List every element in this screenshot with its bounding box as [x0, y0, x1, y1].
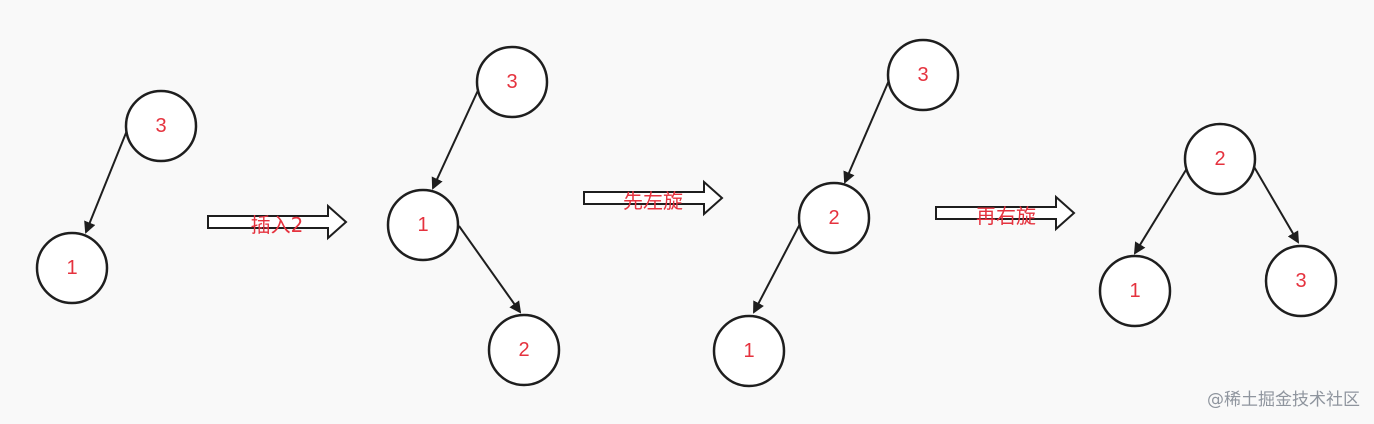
tree-node: 3	[475, 45, 549, 119]
node-label: 2	[518, 339, 529, 361]
block-arrow	[207, 203, 348, 241]
edge-3-to-1	[431, 85, 481, 190]
node-label: 1	[1129, 280, 1140, 302]
edge-1-to-2	[458, 225, 522, 314]
step-label: 再右旋	[976, 204, 1036, 228]
stage-after-insert: 3 1 2	[386, 45, 561, 387]
edge-2-to-3	[1252, 164, 1300, 244]
node-circle	[386, 188, 460, 262]
node-label: 3	[506, 71, 517, 93]
block-arrow	[935, 194, 1076, 232]
node-circle	[1098, 254, 1172, 328]
block-arrow	[583, 179, 724, 217]
stage-balanced: 2 1 3	[1098, 122, 1338, 328]
stage-initial: 3 1	[35, 89, 198, 305]
edge-2-to-1	[1133, 164, 1190, 255]
tree-node: 3	[124, 89, 198, 163]
node-circle	[35, 231, 109, 305]
node-circle	[124, 89, 198, 163]
tree-node: 3	[886, 38, 960, 112]
step-arrow-right-rotate: 再右旋	[935, 194, 1076, 232]
step-label: 插入2	[251, 213, 304, 237]
step-arrow-insert: 插入2	[207, 203, 348, 241]
node-label: 1	[66, 257, 77, 279]
node-label: 3	[917, 64, 928, 86]
tree-node: 1	[1098, 254, 1172, 328]
tree-node: 2	[487, 313, 561, 387]
tree-node: 2	[1183, 122, 1257, 196]
node-label: 1	[743, 340, 754, 362]
edge-3-to-2	[843, 77, 891, 184]
step-label: 先左旋	[623, 189, 683, 213]
node-label: 2	[1214, 148, 1225, 170]
node-circle	[487, 313, 561, 387]
tree-node: 1	[712, 314, 786, 388]
node-circle	[712, 314, 786, 388]
node-circle	[886, 38, 960, 112]
node-label: 3	[1295, 270, 1306, 292]
watermark: @稀土掘金技术社区	[1207, 390, 1360, 410]
edge-3-to-1	[84, 127, 129, 234]
node-circle	[1264, 244, 1338, 318]
tree-node: 1	[386, 188, 460, 262]
node-label: 3	[155, 115, 166, 137]
tree-node: 2	[797, 181, 871, 255]
node-label: 1	[417, 214, 428, 236]
tree-node: 1	[35, 231, 109, 305]
stage-after-left-rotation: 3 2 1	[712, 38, 960, 388]
node-circle	[797, 181, 871, 255]
tree-node: 3	[1264, 244, 1338, 318]
node-label: 2	[828, 207, 839, 229]
step-arrow-left-rotate: 先左旋	[583, 179, 724, 217]
node-circle	[475, 45, 549, 119]
edge-2-to-1	[753, 221, 802, 314]
node-circle	[1183, 122, 1257, 196]
